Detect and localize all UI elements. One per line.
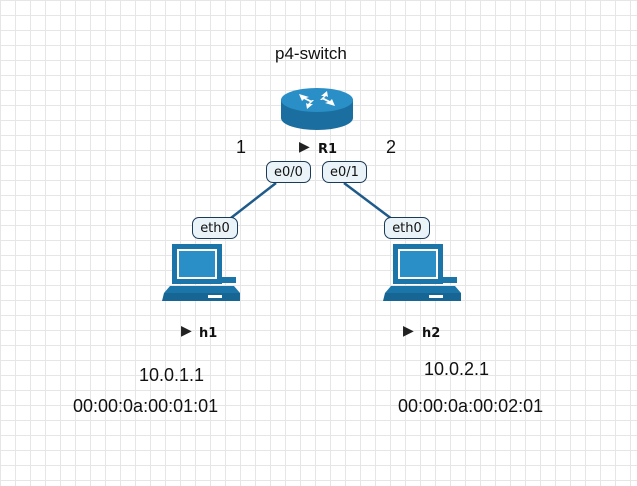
computer-icon[interactable] <box>381 243 463 303</box>
switch-title: p4-switch <box>275 44 347 63</box>
router-icon-graphic <box>281 88 353 130</box>
h1-mac: 00:00:0a:00:01:01 <box>73 396 219 416</box>
port-number-2: 2 <box>386 137 397 157</box>
computer-icon[interactable] <box>160 243 242 303</box>
h1-interface-eth0[interactable]: eth0 <box>192 217 238 239</box>
port-e0-1[interactable]: e0/1 <box>322 161 367 183</box>
h1-computer-graphic <box>162 244 240 301</box>
h2-start-play-icon[interactable]: ▶ <box>403 323 414 339</box>
h1-ip: 10.0.1.1 <box>139 365 205 385</box>
h2-ip: 10.0.2.1 <box>424 359 490 379</box>
h1-name: h1 <box>199 326 218 341</box>
h2-interface-eth0[interactable]: eth0 <box>384 217 430 239</box>
h2-computer-graphic <box>383 244 461 301</box>
router-start-play-icon[interactable]: ▶ <box>299 139 310 155</box>
port-e0-0[interactable]: e0/0 <box>266 161 311 183</box>
port-number-1: 1 <box>236 137 247 157</box>
h2-mac: 00:00:0a:00:02:01 <box>398 396 544 416</box>
h2-name: h2 <box>422 326 441 341</box>
h1-start-play-icon[interactable]: ▶ <box>181 323 192 339</box>
router-icon[interactable] <box>279 84 355 132</box>
router-name: R1 <box>318 142 338 157</box>
